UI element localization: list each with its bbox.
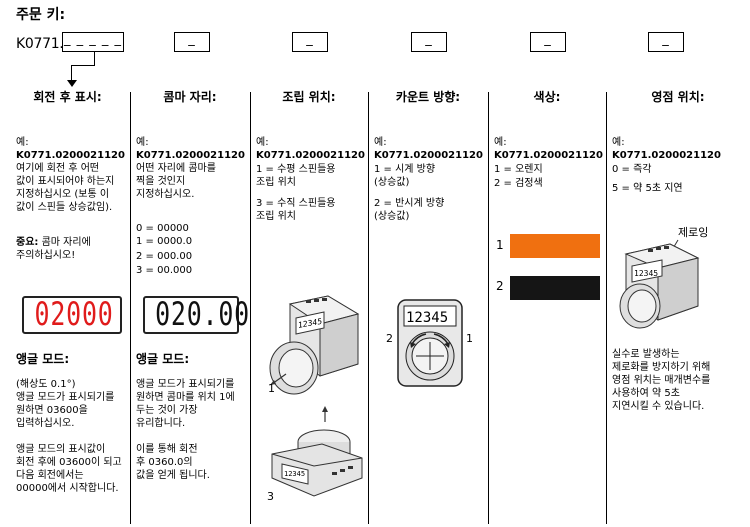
swatch-label-1: 1 — [496, 238, 504, 252]
comma-option: 3 = 00.000 — [136, 265, 193, 276]
arrow-down-icon — [67, 80, 77, 87]
label-mount-3: 3 — [267, 490, 274, 503]
zeroing-description: 실수로 발생하는 제로화를 방지하기 위해 영점 위치는 매개변수를 사용하여 … — [612, 349, 711, 412]
heading-comma-position: 콤마 자리: — [163, 90, 217, 104]
angle-mode-text: (해상도 0.1°) 앵글 모드가 표시되기를 원하면 03600을 입력하십시… — [16, 379, 122, 494]
zeroing-device: 12345 — [619, 239, 700, 329]
connector-line — [71, 65, 72, 82]
heading-count-direction: 카운트 방향: — [395, 90, 461, 104]
device-reading: 12345 — [406, 310, 448, 326]
mount-option: 3 = 수직 스핀들용 조립 위치 — [256, 198, 336, 222]
heading-rotation-display: 회전 후 표시: — [33, 90, 102, 104]
column-divider — [488, 92, 489, 524]
zero-option: 5 = 약 5초 지연 — [612, 183, 683, 194]
heading-color: 색상: — [533, 90, 561, 104]
swatch-label-2: 2 — [496, 279, 504, 293]
important-note: 중요: 콤마 자리에 주의하십시오! — [16, 237, 91, 261]
connector-line — [71, 65, 95, 66]
column-divider — [130, 92, 131, 524]
example-label: 예: — [612, 137, 625, 148]
rotation-description: 여기에 회전 후 어떤 값이 표시되어야 하는지 지정하십시오 (보통 이 값이… — [16, 163, 115, 213]
order-box-rotation: _ _ _ _ _ — [62, 32, 124, 52]
horizontal-mount-device: 12345 — [269, 295, 360, 395]
example-code: K0771.0200021120 — [136, 150, 245, 161]
order-box-zero: _ — [648, 32, 684, 52]
connector-line — [94, 52, 95, 65]
example-label: 예: — [136, 137, 149, 148]
example-label: 예: — [494, 137, 507, 148]
black-swatch — [510, 276, 600, 300]
zero-option: 0 = 즉각 — [612, 164, 652, 175]
color-option: 2 = 검정색 — [494, 178, 543, 189]
example-code: K0771.0200021120 — [256, 150, 365, 161]
direction-option: 1 = 시계 방향 (상승값) — [374, 164, 436, 188]
direction-option: 2 = 반시계 방향 (상승값) — [374, 198, 445, 222]
heading-zero-position: 영점 위치: — [651, 90, 705, 104]
vertical-mount-device: 12345 — [271, 406, 363, 497]
heading-mount-position: 조립 위치: — [282, 90, 336, 104]
zeroing-callout: 제로잉 — [678, 226, 709, 239]
example-code: K0771.0200021120 — [374, 150, 483, 161]
device-reading: 12345 — [298, 317, 322, 330]
angle-mode-title: 앵글 모드: — [136, 352, 190, 366]
comma-description: 어떤 자리에 콤마를 찍을 것인지 지정하십시오. — [136, 163, 216, 200]
orange-swatch — [510, 234, 600, 258]
example-label: 예: — [256, 137, 269, 148]
example-code: K0771.0200021120 — [612, 150, 721, 161]
order-box-color: _ — [530, 32, 566, 52]
order-box-direction: _ — [411, 32, 447, 52]
comma-option: 1 = 0000.0 — [136, 236, 193, 247]
order-box-comma: _ — [174, 32, 210, 52]
black-lcd-display: 020.00 — [143, 296, 249, 334]
comma-option: 0 = 00000 — [136, 223, 189, 234]
angle-mode-text: 앵글 모드가 표시되기를 원하면 콤마를 위치 1에 두는 것이 가장 유리합니… — [136, 379, 235, 481]
device-reading: 12345 — [284, 470, 305, 478]
example-label: 예: — [16, 137, 29, 148]
label-direction-2: 2 — [386, 332, 393, 345]
order-code: K0771. — [16, 36, 64, 52]
angle-mode-title: 앵글 모드: — [16, 352, 70, 366]
column-divider — [606, 92, 607, 524]
device-reading: 12345 — [634, 269, 658, 278]
front-view-device: 12345 — [397, 299, 463, 387]
label-direction-1: 1 — [466, 332, 473, 345]
column-divider — [368, 92, 369, 524]
comma-option: 2 = 000.00 — [136, 251, 193, 262]
column-divider — [250, 92, 251, 524]
color-option: 1 = 오렌지 — [494, 164, 543, 175]
example-code: K0771.0200021120 — [16, 150, 125, 161]
red-led-display: 02000 — [22, 296, 122, 334]
example-label: 예: — [374, 137, 387, 148]
label-mount-1: 1 — [268, 382, 275, 395]
mount-option: 1 = 수평 스핀들용 조립 위치 — [256, 164, 336, 188]
example-code: K0771.0200021120 — [494, 150, 603, 161]
order-box-mount: _ — [292, 32, 328, 52]
order-key-title: 주문 키: — [16, 7, 66, 23]
